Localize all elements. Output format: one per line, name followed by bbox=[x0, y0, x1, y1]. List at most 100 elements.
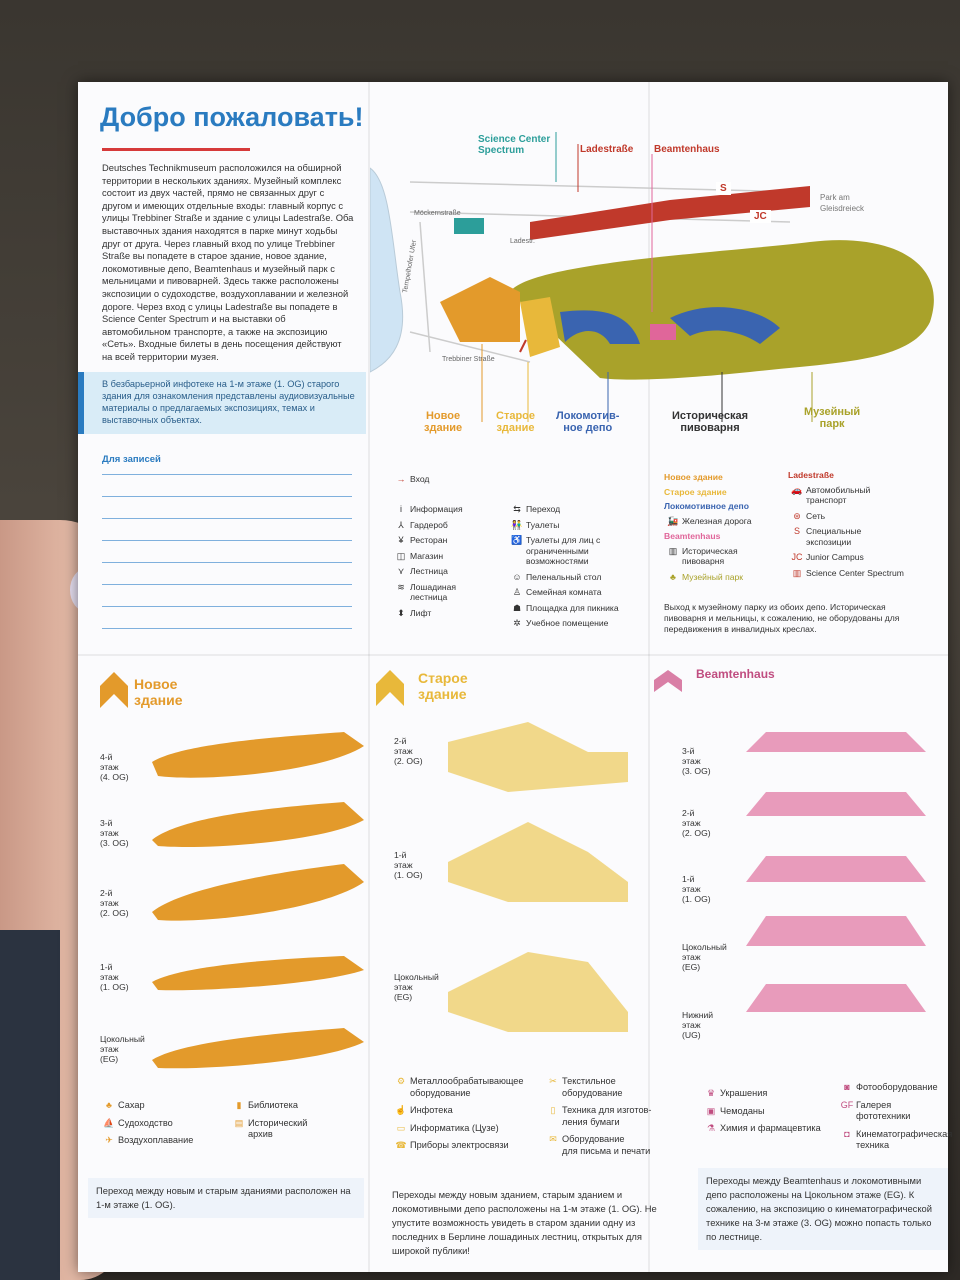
legend-item-icon: ▮ bbox=[236, 1100, 242, 1110]
legend-item: ⋎ Лестница bbox=[392, 566, 502, 577]
sleeve bbox=[0, 930, 60, 1280]
new-building bbox=[440, 277, 520, 342]
legend-item-label: Переход bbox=[526, 504, 561, 514]
note-line bbox=[102, 474, 352, 475]
new-building-legend: ♣Сахар⛵Судоходство✈Воздухоплавание bbox=[100, 1100, 230, 1153]
ladestrasse-building bbox=[530, 186, 810, 240]
beamtenhaus-chevron-icon bbox=[654, 670, 682, 692]
old-building-legend: ✂Текстильное оборудование▯Техника для из… bbox=[544, 1076, 664, 1163]
legend-item-icon: ▥ bbox=[792, 567, 802, 578]
legend-item-label: Лестница bbox=[410, 566, 448, 576]
legend-item: ♙Семейная комната bbox=[508, 587, 648, 598]
road bbox=[419, 221, 431, 353]
old-building-chevron-icon bbox=[376, 670, 404, 706]
legend-item: ✉ Оборудование для письма и печати bbox=[544, 1134, 664, 1157]
legend-item-icon: ▣ bbox=[706, 1105, 716, 1116]
legend-item-icon: ☗ bbox=[512, 602, 522, 613]
legend-item-label: Магазин bbox=[410, 550, 444, 561]
legend-item-icon: ⚗ bbox=[706, 1123, 716, 1133]
legend-item-icon: ¥ bbox=[398, 535, 404, 545]
legend-item-icon: ✉ bbox=[549, 1134, 557, 1144]
legend-item: ▯Техника для изготов- ления бумаги bbox=[544, 1105, 664, 1128]
fold-line bbox=[368, 82, 370, 1272]
note-line bbox=[102, 540, 352, 541]
floor-label: 3-й этаж (3. OG) bbox=[100, 818, 129, 848]
new-building-legend: ▮Библиотека▤Исторический архив bbox=[230, 1100, 360, 1147]
label-museum-park: Музейный парк bbox=[804, 406, 861, 430]
legend-item-label: Лошадиная лестница bbox=[410, 581, 457, 603]
legend-item-icon: ⋎ bbox=[397, 566, 405, 576]
tree-icon: ♣ bbox=[670, 571, 676, 582]
brewery-icon: ▥ bbox=[668, 545, 678, 556]
legend-item-label: Туалеты для лиц с ограниченными возможно… bbox=[526, 535, 601, 566]
legend-item: ¥Ресторан bbox=[392, 535, 502, 546]
legend-new-building: Новое здание bbox=[664, 472, 723, 482]
legend-item: ☗Площадка для пикника bbox=[508, 603, 648, 614]
old-building-floorplans bbox=[448, 722, 628, 1032]
legend-item-icon: ♣ bbox=[106, 1100, 112, 1110]
floor-label: 3-й этаж (3. OG) bbox=[682, 746, 711, 776]
floor-label: Цокольный этаж (EG) bbox=[394, 972, 439, 1002]
science-center-building bbox=[454, 218, 484, 234]
floor-label: 4-й этаж (4. OG) bbox=[100, 752, 129, 782]
new-building-note: Переход между новым и старым зданиями ра… bbox=[88, 1178, 364, 1218]
legend-item: ♣ Сахар bbox=[100, 1100, 230, 1112]
legend-item-icon: ♛ bbox=[706, 1088, 716, 1098]
legend-item-icon: 🚗 bbox=[791, 484, 803, 495]
floor-plan bbox=[152, 956, 364, 991]
legend-item: 🚗Автомобильный транспорт bbox=[788, 485, 918, 506]
beamtenhaus-title: Beamtenhaus bbox=[696, 667, 775, 681]
legend-item-label: Лифт bbox=[410, 607, 432, 618]
legend-item-icon: JC bbox=[791, 552, 803, 562]
legend-item-icon: ☎ bbox=[395, 1140, 407, 1150]
legend-item-label: Оборудование для письма и печати bbox=[562, 1134, 651, 1156]
legend-item-icon: GF bbox=[840, 1099, 854, 1110]
floor-label: Цокольный этаж (EG) bbox=[100, 1034, 145, 1064]
legend-item: ✲Учебное помещение bbox=[508, 618, 648, 629]
legend-item-label: Техника для изготов- ления бумаги bbox=[562, 1105, 652, 1127]
legend-item-label: Учебное помещение bbox=[526, 618, 609, 628]
legend-item: ☎Приборы электросвязи bbox=[392, 1140, 542, 1152]
new-building-chevron-icon bbox=[100, 672, 128, 708]
legend-item: ⬍Лифт bbox=[392, 608, 502, 619]
legend-item-icon: ☺ bbox=[512, 571, 522, 582]
legend-entrance: → Вход bbox=[392, 474, 642, 485]
legend-item-label: Science Center Spectrum bbox=[806, 567, 904, 578]
marker-s: S bbox=[716, 182, 731, 195]
floor-plan bbox=[746, 792, 926, 816]
new-building-floorplans bbox=[152, 732, 364, 1069]
note-line bbox=[102, 584, 352, 585]
legend-item-label: Пеленальный стол bbox=[526, 571, 602, 582]
legend-item-label: Специальные экспозиции bbox=[806, 526, 862, 547]
floor-plan bbox=[152, 732, 364, 778]
entrance-arrow-icon: → bbox=[396, 474, 406, 484]
floor-label: 2-й этаж (2. OG) bbox=[100, 888, 129, 918]
legend-item-icon: i bbox=[400, 504, 402, 514]
street-trebbiner-strasse: Trebbiner Straße bbox=[442, 356, 495, 363]
street-moeckernstrasse: Möckernstraße bbox=[414, 210, 461, 217]
legend-item-label: Сахар bbox=[118, 1100, 145, 1110]
label-locomotive-depot: Локомотив- ное депо bbox=[556, 410, 620, 434]
museum-map: Science Center Spectrum Ladestraße Beamt… bbox=[369, 82, 938, 452]
floor-label: 1-й этаж (1. OG) bbox=[682, 874, 711, 904]
legend-item-label: Кинематографическая техника bbox=[856, 1128, 953, 1151]
welcome-title: Добро пожаловать! bbox=[100, 102, 364, 132]
legend-item-label: Галерея фототехники bbox=[856, 1099, 911, 1122]
legend-item: ⛵Судоходство bbox=[100, 1118, 230, 1130]
road bbox=[409, 331, 531, 363]
label-old-building: Старое здание bbox=[496, 410, 536, 434]
legend-item-label: Судоходство bbox=[118, 1117, 173, 1128]
floor-plan bbox=[448, 822, 628, 902]
beamtenhaus-floorplans bbox=[746, 732, 926, 1012]
legend-item: ☝Инфотека bbox=[392, 1105, 542, 1117]
old-building-title: Старое здание bbox=[418, 670, 468, 702]
note-line bbox=[102, 518, 352, 519]
legend-item: ≋ Лошадиная лестница bbox=[392, 582, 502, 603]
legend-item: ▣Чемоданы bbox=[702, 1106, 832, 1118]
legend-item: 👫Туалеты bbox=[508, 520, 648, 531]
legend-item-icon: ≋ bbox=[397, 581, 405, 592]
